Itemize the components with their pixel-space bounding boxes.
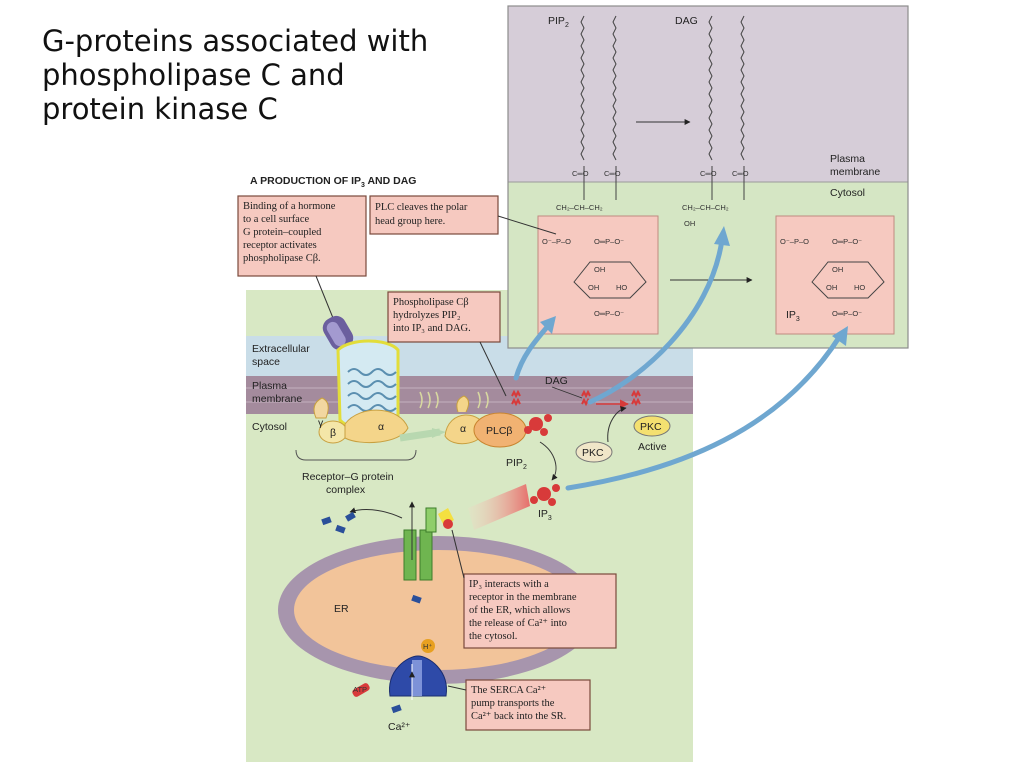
svg-text:O═P–O⁻: O═P–O⁻ — [832, 309, 862, 318]
ip3-beam — [468, 484, 530, 530]
svg-text:O═P–O⁻: O═P–O⁻ — [594, 309, 624, 318]
svg-text:OH: OH — [826, 283, 837, 292]
svg-text:OH: OH — [832, 265, 843, 274]
svg-text:α: α — [460, 423, 466, 435]
svg-text:of the ER, which allows: of the ER, which allows — [469, 605, 570, 616]
active-label: Active — [638, 441, 667, 453]
svg-text:O⁻–P–O: O⁻–P–O — [780, 237, 809, 246]
pip2-label: PIP2 — [506, 457, 527, 471]
pkc-inactive: PKC — [575, 441, 613, 463]
membrane-label-2: membrane — [252, 393, 302, 405]
svg-text:ATP: ATP — [353, 685, 367, 694]
svg-text:into IP₃ and DAG.: into IP₃ and DAG. — [393, 323, 471, 334]
svg-text:α: α — [378, 421, 384, 433]
svg-text:PLC cleaves the polar: PLC cleaves the polar — [375, 202, 468, 213]
title-line-3: protein kinase C — [42, 92, 278, 126]
svg-text:PKC: PKC — [582, 447, 604, 459]
membrane-label: Plasma — [252, 380, 287, 392]
svg-text:O═P–O⁻: O═P–O⁻ — [594, 237, 624, 246]
svg-text:pump transports the: pump transports the — [471, 698, 555, 709]
extracellular-label-2: space — [252, 356, 280, 368]
inset-ip3-label: IP3 — [786, 309, 800, 323]
complex-label: Receptor–G protein — [302, 471, 394, 483]
membrane-squiggles — [419, 391, 489, 409]
svg-text:Ca²⁺ back into the SR.: Ca²⁺ back into the SR. — [471, 711, 566, 722]
svg-text:H⁺: H⁺ — [423, 642, 432, 651]
svg-text:β: β — [330, 427, 336, 439]
svg-text:G protein–coupled: G protein–coupled — [243, 227, 322, 238]
svg-text:O═P–O⁻: O═P–O⁻ — [832, 237, 862, 246]
svg-text:OH: OH — [594, 265, 605, 274]
svg-text:O⁻–P–O: O⁻–P–O — [542, 237, 571, 246]
svg-text:to a cell surface: to a cell surface — [243, 214, 310, 225]
g-protein-complex: γ β α — [313, 397, 409, 444]
inset-panel: PIP2 DAG Plasma membrane Cytosol C═O C═O… — [507, 5, 909, 349]
svg-text:C═O: C═O — [700, 169, 717, 178]
svg-text:the release of Ca²⁺ into: the release of Ca²⁺ into — [469, 618, 567, 629]
ip3-free — [530, 484, 560, 506]
inset-pip2-label: PIP2 — [548, 15, 569, 29]
svg-text:ER: ER — [334, 603, 349, 615]
dag-label: DAG — [545, 375, 568, 387]
svg-text:C═O: C═O — [732, 169, 749, 178]
svg-text:HO: HO — [854, 283, 865, 292]
inset-dag-label: DAG — [675, 15, 698, 27]
plc-cleaves-callout: PLC cleaves the polar head group here. — [369, 195, 557, 235]
svg-text:the cytosol.: the cytosol. — [469, 631, 517, 642]
hormone-molecule — [322, 315, 354, 351]
ip3-label: IP3 — [538, 508, 552, 522]
ip3-headgroup — [524, 414, 552, 436]
ip3-interacts-callout: IP₃ interacts with a receptor in the mem… — [451, 529, 617, 649]
svg-text:receptor activates: receptor activates — [243, 240, 317, 251]
atp-molecule: ATP — [352, 683, 370, 697]
slide-title: G-proteins associated with phospholipase… — [42, 24, 482, 126]
blue-connector-arrows — [513, 237, 843, 491]
svg-text:hydrolyzes PIP₂: hydrolyzes PIP₂ — [393, 310, 461, 321]
ca-label: Ca²⁺ — [388, 721, 411, 733]
cytosol-label: Cytosol — [252, 421, 287, 433]
svg-text:OH: OH — [684, 219, 695, 228]
panel-header: A PRODUCTION OF IP3 AND DAG — [250, 175, 416, 189]
serca-pump: H⁺ — [389, 639, 447, 697]
svg-text:IP₃ interacts with a: IP₃ interacts with a — [469, 579, 549, 590]
svg-text:C═O: C═O — [572, 169, 589, 178]
svg-text:head group here.: head group here. — [375, 216, 445, 227]
pkc-active: PKC Active — [633, 415, 671, 453]
svg-text:CH₂–CH–CH₂: CH₂–CH–CH₂ — [682, 203, 729, 212]
serca-callout: The SERCA Ca²⁺ pump transports the Ca²⁺ … — [447, 679, 591, 731]
title-line-1: G-proteins associated with — [42, 24, 429, 58]
extracellular-label: Extracellular — [252, 343, 310, 355]
svg-text:phospholipase Cβ.: phospholipase Cβ. — [243, 253, 321, 264]
svg-text:Binding of a hormone: Binding of a hormone — [243, 201, 336, 212]
complex-label-2: complex — [326, 484, 366, 496]
svg-text:PKC: PKC — [640, 421, 662, 433]
ip3-headgroup-box — [775, 215, 895, 335]
svg-text:CH₂–CH–CH₂: CH₂–CH–CH₂ — [556, 203, 603, 212]
svg-text:Phospholipase Cβ: Phospholipase Cβ — [393, 297, 469, 308]
svg-text:PLCβ: PLCβ — [486, 425, 512, 437]
hormone-callout: Binding of a hormone to a cell surface G… — [237, 195, 367, 319]
svg-text:γ: γ — [318, 417, 324, 429]
svg-text:HO: HO — [616, 283, 627, 292]
svg-text:OH: OH — [588, 283, 599, 292]
ip3-receptor-channel — [403, 507, 454, 581]
fatty-acid-chains — [580, 15, 745, 200]
alpha-plc-complex: α PLCβ — [444, 395, 527, 448]
pip2-headgroup-box — [537, 215, 659, 335]
inset-membrane-label: Plasma — [830, 153, 865, 165]
calcium-ions — [321, 511, 422, 714]
svg-text:C═O: C═O — [604, 169, 621, 178]
inset-cytosol-label: Cytosol — [830, 187, 865, 199]
title-line-2: phospholipase C and — [42, 58, 345, 92]
svg-text:receptor in the membrane: receptor in the membrane — [469, 592, 577, 603]
blue-arrowheads — [540, 226, 848, 346]
plc-hydrolyzes-callout: Phospholipase Cβ hydrolyzes PIP₂ into IP… — [387, 291, 507, 397]
inset-membrane-label-2: membrane — [830, 166, 880, 178]
svg-text:The SERCA Ca²⁺: The SERCA Ca²⁺ — [471, 685, 547, 696]
